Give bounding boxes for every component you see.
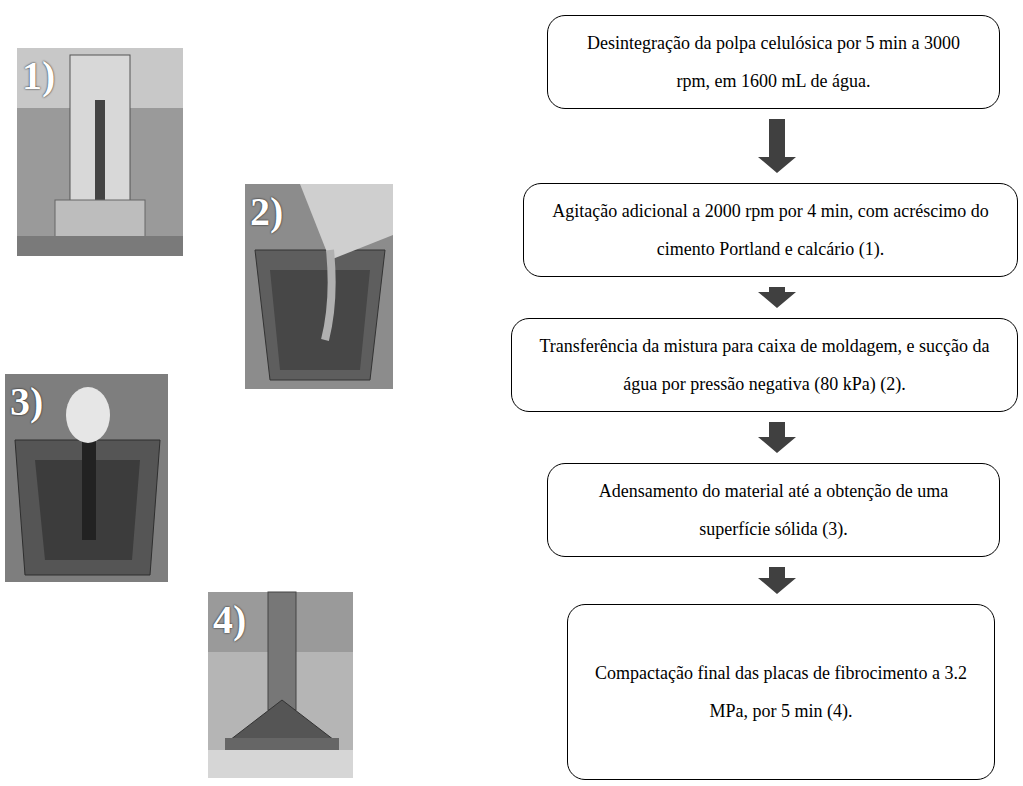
flow-arrow: [758, 119, 796, 173]
photo-disintegrator: [17, 48, 183, 256]
step-text: Transferência da mistura para caixa de m…: [534, 327, 995, 403]
photo-tamping: [5, 374, 168, 582]
callout-number: 2): [250, 192, 283, 232]
process-box: Compactação final das placas de fibrocim…: [567, 604, 995, 780]
process-box: Adensamento do material até a obtenção d…: [547, 463, 1000, 557]
photo-press: [208, 592, 353, 778]
callout-number: 1): [22, 56, 55, 96]
process-box: Transferência da mistura para caixa de m…: [511, 318, 1018, 412]
step-text: Compactação final das placas de fibrocim…: [590, 654, 972, 730]
process-box: Desintegração da polpa celulósica por 5 …: [547, 15, 1000, 109]
step-text: Agitação adicional a 2000 rpm por 4 min,…: [546, 192, 995, 268]
process-box: Agitação adicional a 2000 rpm por 4 min,…: [523, 183, 1018, 277]
flow-arrow: [758, 287, 796, 308]
step-text: Adensamento do material até a obtenção d…: [570, 472, 977, 548]
step-text: Desintegração da polpa celulósica por 5 …: [570, 24, 977, 100]
flow-arrow: [758, 567, 796, 594]
callout-number: 4): [213, 600, 246, 640]
flow-arrow: [758, 422, 796, 453]
photo-mould-pouring: [245, 184, 393, 389]
callout-number: 3): [10, 382, 43, 422]
